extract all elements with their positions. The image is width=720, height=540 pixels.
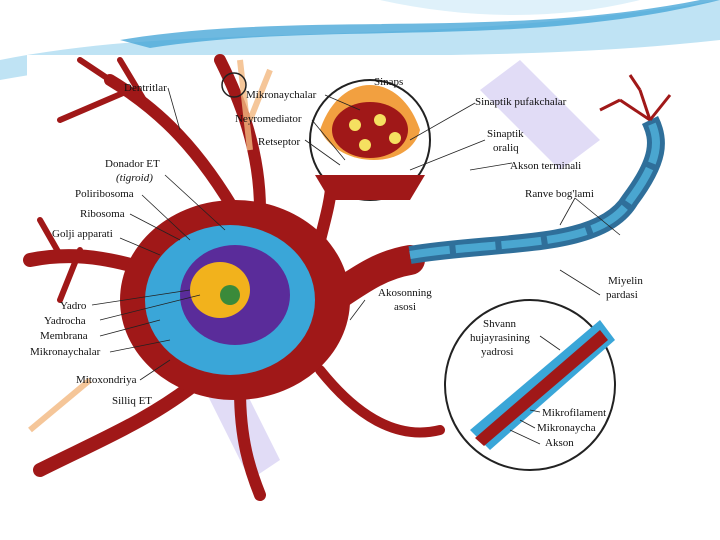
label-shvann-3: yadrosi [481,346,514,358]
label-akson: Akson [545,437,574,449]
label-mikronaychalar-left: Mikronaychalar [30,346,101,358]
label-donador-1: Donador ET [105,158,160,170]
label-sinaptik-oraliq-2: oraliq [493,142,519,154]
label-donador-2-text: (tigroid) [116,172,153,184]
label-mitoxondriya: Mitoxondriya [76,374,137,386]
label-poliribosoma: Poliribosoma [75,188,134,200]
label-sinaptik-pufakchalar: Sinaptik pufakchalar [475,96,567,108]
label-sinaptik-oraliq-1: Sinaptik [487,128,524,140]
label-ribosoma: Ribosoma [80,208,125,220]
label-membrana: Membrana [40,330,88,342]
nucleus-inner [190,262,250,318]
label-mikronaycha: Mikronaycha [537,422,596,434]
label-ranve: Ranve bog'lami [525,188,594,200]
label-yadro: Yadro [60,300,87,312]
label-dentritlar: Dentritlar [124,82,167,94]
nucleolus [220,285,240,305]
label-shvann-2: hujayrasining [470,332,530,344]
label-akson-asosi-1: Akosonning [378,287,432,299]
label-donador-2: (tigroid) [116,172,153,184]
label-retseptor: Retseptor [258,136,301,148]
label-shvann-1: Shvann [483,318,516,330]
label-sinaps: Sinaps [374,76,404,88]
label-miyelin-2: pardasi [606,289,638,301]
label-akson-asosi-2: asosi [394,301,416,313]
axon-terminal [599,74,672,122]
label-silliq: Silliq ET [112,395,153,407]
label-mikronaychalar-top: Mikronaychalar [246,89,317,101]
label-miyelin-1: Miyelin [608,275,643,287]
label-golji: Golji apparati [52,228,113,240]
label-akson-terminali: Akson terminali [510,160,582,172]
label-neyromediator: Neyromediator [235,113,302,125]
label-mikrofilament: Mikrofilament [542,407,607,419]
label-yadrocha: Yadrocha [44,315,86,327]
